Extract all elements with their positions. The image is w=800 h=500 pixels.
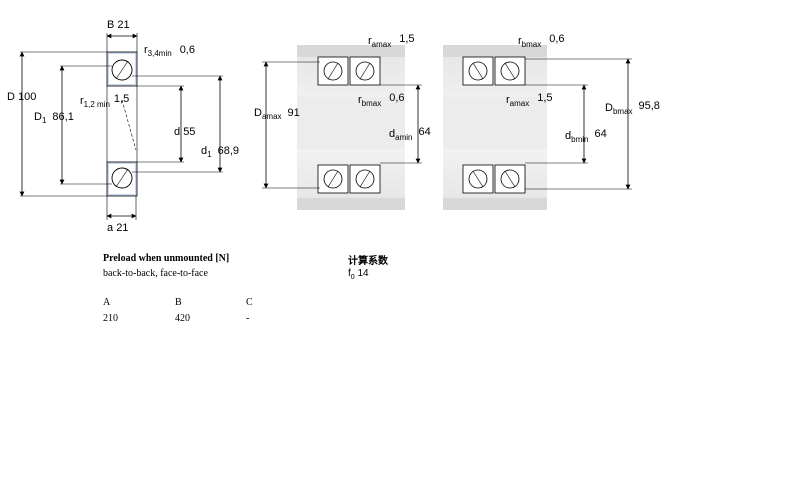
D-label: D 100	[7, 91, 36, 103]
housing-top	[443, 45, 547, 57]
shaft	[443, 97, 547, 149]
d-label: d 55	[174, 126, 195, 138]
B-label: B 21	[107, 19, 130, 31]
housing-bottom	[297, 198, 405, 210]
housing-top	[297, 45, 405, 57]
calc-factor-f0: f0 14	[348, 268, 369, 281]
shaft	[297, 97, 405, 149]
single-bearing-section	[19, 33, 223, 220]
calc-factor-title: 计算系数	[348, 256, 388, 267]
abutment-section-left	[262, 45, 422, 210]
preload-header-c: C	[246, 297, 253, 308]
preload-arrangement: back-to-back, face-to-face	[103, 268, 208, 279]
preload-title: Preload when unmounted [N]	[103, 253, 230, 264]
a-label: a 21	[107, 222, 128, 234]
housing-bottom	[443, 198, 547, 210]
abutment-section-right	[443, 45, 632, 210]
preload-header-b: B	[175, 297, 182, 308]
preload-header-a: A	[103, 297, 111, 308]
preload-value-a: 210	[103, 313, 118, 324]
preload-value-c: -	[246, 313, 250, 324]
preload-value-b: 420	[175, 313, 190, 324]
